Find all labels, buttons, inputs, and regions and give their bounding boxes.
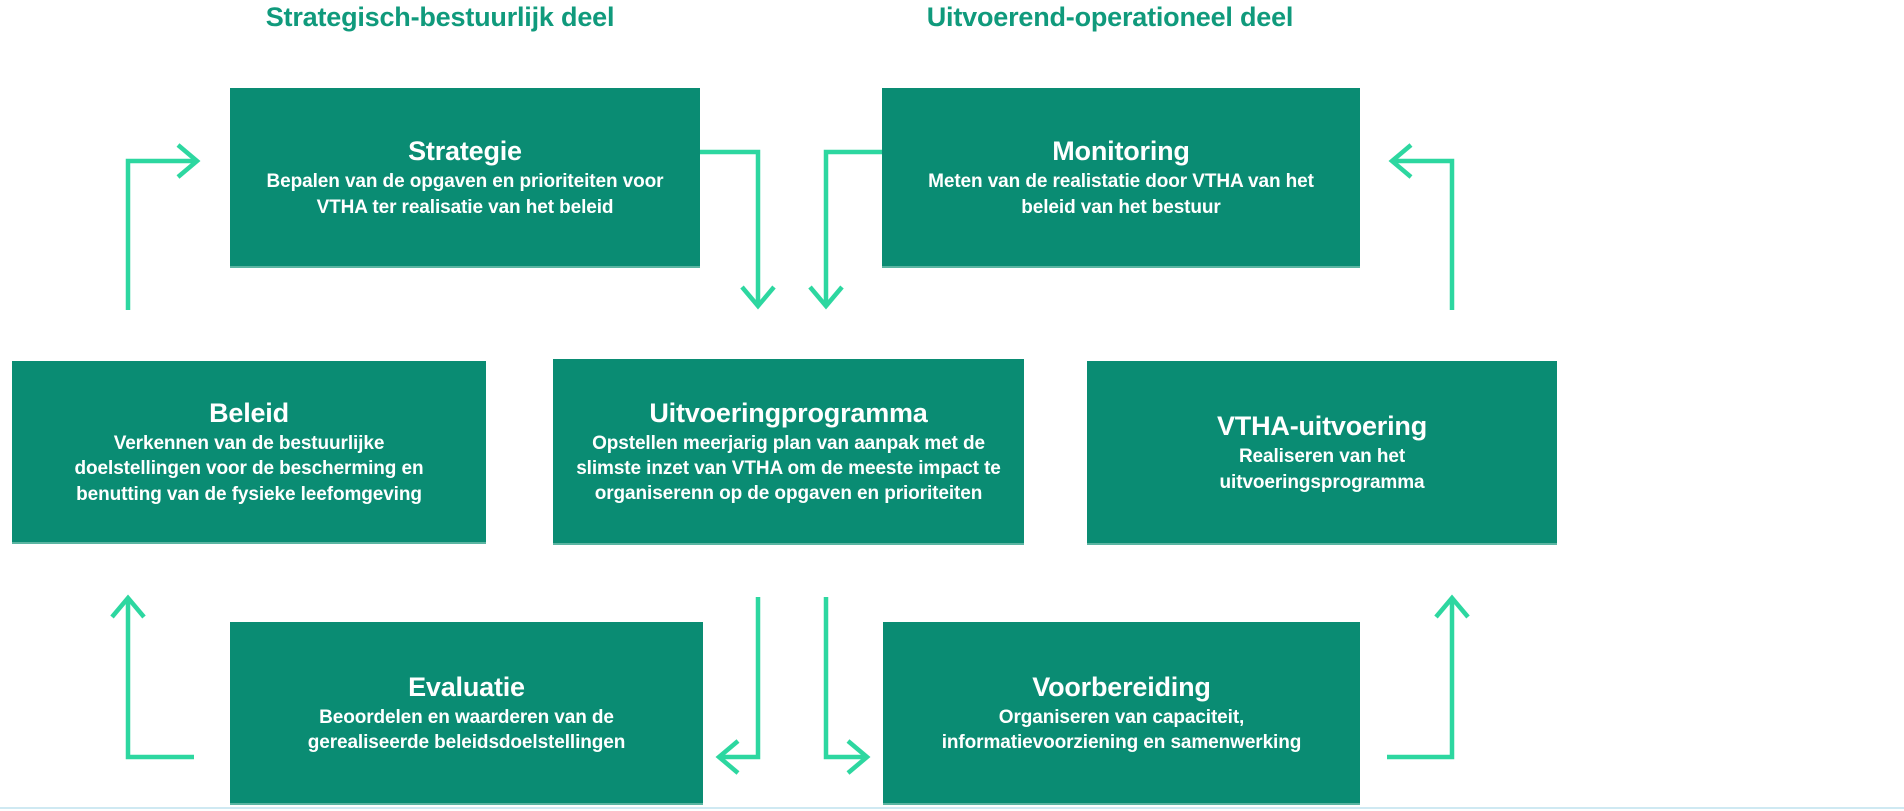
- box-voorbereiding-title: Voorbereiding: [1032, 671, 1211, 702]
- box-beleid-body: Verkennen van de bestuurlijke doelstelli…: [74, 433, 424, 505]
- arrow-uitvoeringprogramma-to-evaluatie: [715, 597, 761, 775]
- column-header-uitvoerend-operationeel: Uitvoerend-operationeel deel: [926, 1, 1294, 32]
- box-strategie: Strategie Bepalen van de opgaven en prio…: [230, 88, 700, 268]
- box-strategie-body: Bepalen van de opgaven en prioriteiten v…: [266, 171, 664, 218]
- box-evaluatie: Evaluatie Beoordelen en waarderen van de…: [230, 622, 703, 805]
- box-uitvoeringprogramma-body: Opstellen meerjarig plan van aanpak met …: [576, 432, 1001, 505]
- box-evaluatie-body: Beoordelen en waarderen van de gerealise…: [307, 706, 626, 754]
- arrow-beleid-to-strategie: [125, 143, 201, 310]
- page-edge-line: [0, 807, 1904, 809]
- arrow-evaluatie-to-beleid: [110, 594, 194, 760]
- column-header-strategisch-bestuurlijk: Strategisch-bestuurlijk deel: [265, 1, 615, 32]
- box-evaluatie-title: Evaluatie: [408, 671, 525, 702]
- box-uitvoeringprogramma: Uitvoeringprogramma Opstellen meerjarig …: [553, 359, 1024, 545]
- box-vtha-uitvoering-body: Realiseren van het uitvoeringsprogramma: [1219, 446, 1425, 493]
- box-voorbereiding: Voorbereiding Organiseren van capaciteit…: [883, 622, 1360, 805]
- box-beleid: Beleid Verkennen van de bestuurlijke doe…: [12, 361, 486, 544]
- arrow-strategie-to-uitvoeringprogramma: [698, 149, 776, 310]
- box-voorbereiding-body: Organiseren van capaciteit, informatievo…: [941, 706, 1302, 754]
- box-monitoring-body: Meten van de realistatie door VTHA van h…: [928, 171, 1314, 218]
- box-strategie-title: Strategie: [408, 136, 522, 167]
- box-beleid-title: Beleid: [209, 398, 289, 429]
- box-uitvoeringprogramma-title: Uitvoeringprogramma: [649, 397, 928, 428]
- box-monitoring: Monitoring Meten van de realistatie door…: [882, 88, 1360, 268]
- box-monitoring-title: Monitoring: [1052, 136, 1190, 167]
- arrow-voorbereiding-to-vtha-uitvoering: [1387, 594, 1470, 760]
- arrow-monitoring-to-uitvoeringprogramma: [808, 149, 884, 310]
- box-vtha-uitvoering-title: VTHA-uitvoering: [1217, 411, 1427, 442]
- box-vtha-uitvoering: VTHA-uitvoering Realiseren van het uitvo…: [1087, 361, 1557, 545]
- arrow-uitvoeringprogramma-to-voorbereiding: [823, 597, 871, 775]
- arrow-vtha-uitvoering-to-monitoring: [1388, 143, 1455, 310]
